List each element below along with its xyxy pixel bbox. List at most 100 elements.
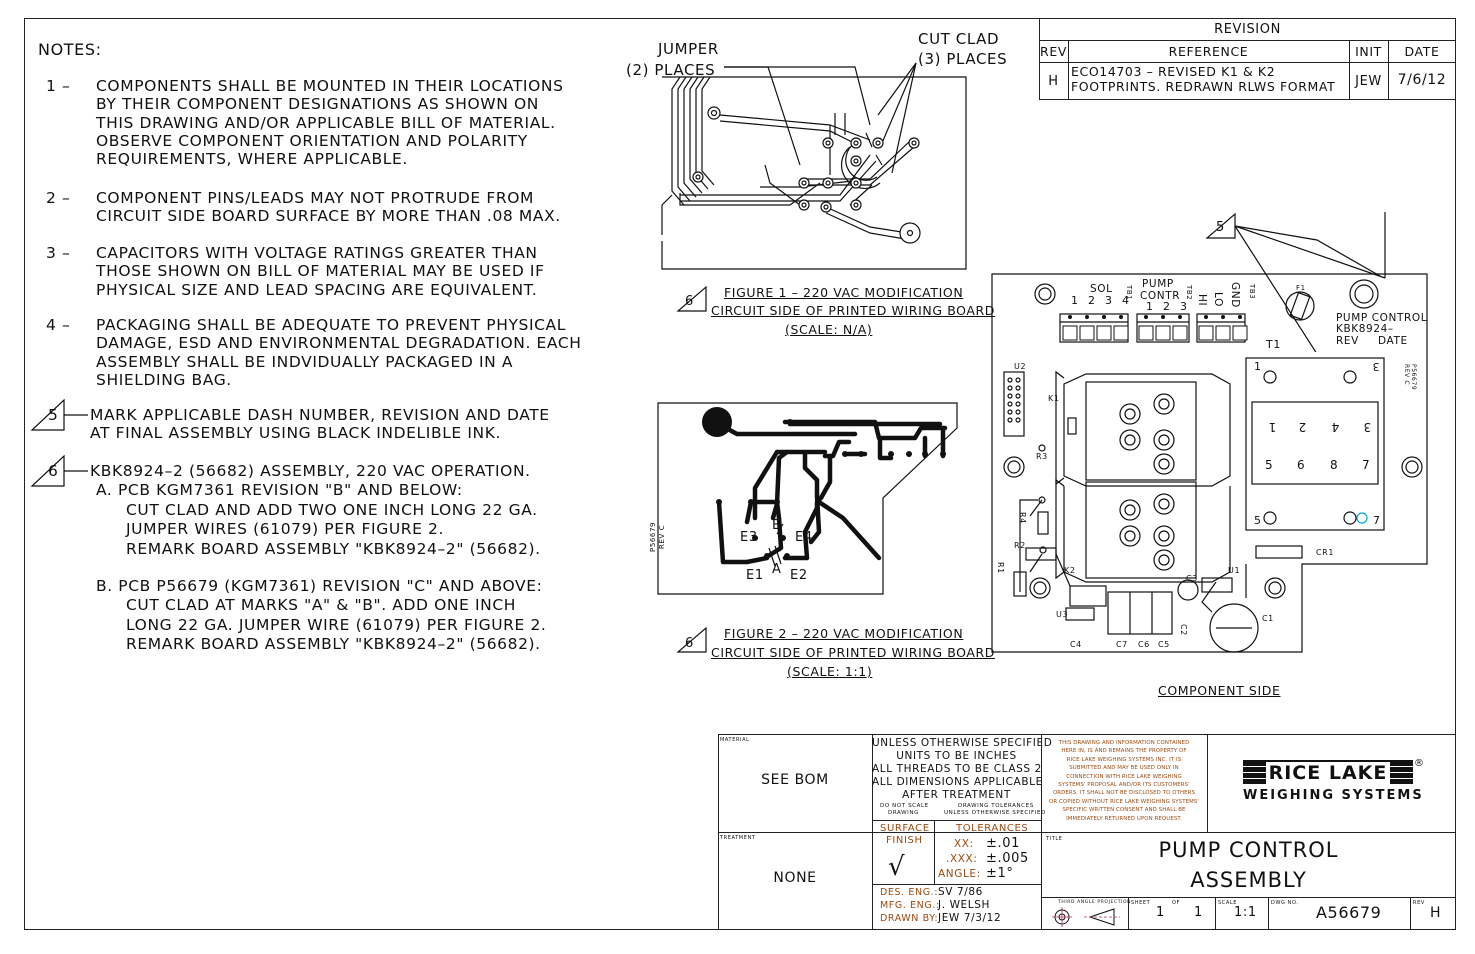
figure-2-flag-icon — [676, 626, 707, 653]
sol-pin-3: 3 — [1105, 294, 1113, 307]
do-not-scale-2: DRAWING — [888, 810, 919, 816]
label-c7: C7 — [1116, 640, 1128, 649]
tol-xxx-label: .XXX: — [946, 853, 978, 865]
note-6-line-8: LONG 22 GA. JUMPER WIRE (61079) PER FIGU… — [126, 615, 547, 634]
contr-pin-3: 3 — [1180, 300, 1188, 313]
drawn-by-label: DRAWN BY: — [880, 913, 939, 924]
unless-line-5: AFTER TREATMENT — [902, 789, 1011, 801]
label-board-rev: REV C — [1403, 364, 1410, 386]
revision-table — [1039, 18, 1456, 100]
note-4-line-2: DAMAGE, ESD AND ENVIRONMENTAL DEGRADATIO… — [96, 334, 582, 353]
note-5-flag-icon — [30, 398, 88, 431]
revision-row-rev: H — [1048, 74, 1059, 89]
scale-value: 1:1 — [1234, 905, 1257, 920]
label-c5: C5 — [1158, 640, 1170, 649]
tol-xx-label: XX: — [954, 838, 974, 850]
t1-corner-7: 7 — [1373, 514, 1381, 527]
note-5-line-2: AT FINAL ASSEMBLY USING BLACK INDELIBLE … — [90, 424, 502, 443]
unless-line-3: ALL THREADS TO BE CLASS 2 — [872, 763, 1042, 775]
rev-value: H — [1430, 905, 1442, 921]
note-3-line-2: THOSE SHOWN ON BILL OF MATERIAL MAY BE U… — [96, 262, 545, 281]
t1-pin-1: 1 — [1268, 420, 1277, 434]
proprietary-line-9: SPECIFIC WRITTEN CONSENT AND SHALL BE — [1062, 807, 1186, 814]
note-1-line-2: BY THEIR COMPONENT DESIGNATIONS AS SHOWN… — [96, 95, 539, 114]
label-c4: C4 — [1070, 640, 1082, 649]
contr-pin-2: 2 — [1163, 300, 1171, 313]
label-r3: R3 — [1036, 452, 1048, 461]
flag-5-number: 5 — [1216, 220, 1225, 235]
label-rev: REV — [1336, 335, 1359, 347]
surface-label: SURFACE — [880, 823, 930, 834]
drawing-title-1: PUMP CONTROL — [1158, 838, 1339, 862]
t1-corner-1: 1 — [1254, 360, 1262, 373]
note-1-number: 1 – — [46, 77, 71, 95]
figure-1-flag-number: 6 — [685, 294, 694, 309]
figure-2-caption-1: FIGURE 2 – 220 VAC MODIFICATION — [724, 626, 964, 641]
note-1-line-4: OBSERVE COMPONENT ORIENTATION AND POLARI… — [96, 131, 528, 150]
component-side-caption: COMPONENT SIDE — [1158, 683, 1281, 698]
note-4-line-1: PACKAGING SHALL BE ADEQUATE TO PREVENT P… — [96, 316, 566, 334]
revision-row-init: JEW — [1355, 74, 1382, 89]
label-date: DATE — [1378, 335, 1408, 347]
figure-2-caption-2: CIRCUIT SIDE OF PRINTED WIRING BOARD — [711, 645, 996, 660]
of-value: 1 — [1194, 905, 1203, 920]
mfg-eng-value: J. WELSH — [938, 899, 990, 911]
note-6-line-4: JUMPER WIRES (61079) PER FIGURE 2. — [126, 520, 445, 539]
flag-5-leaders — [1205, 212, 1386, 352]
notes-title: NOTES: — [38, 40, 102, 59]
component-side-board — [991, 273, 1428, 653]
note-6-flag-icon — [30, 454, 88, 487]
proprietary-line-3: RICE LAKE WEIGHING SYSTEMS INC. IT IS — [1066, 756, 1182, 763]
logo-text-rice-lake: RICE LAKE — [1243, 762, 1413, 784]
label-t1: T1 — [1266, 338, 1281, 351]
dwg-no-value: A56679 — [1316, 903, 1382, 922]
label-r1: R1 — [996, 562, 1005, 574]
note-6-line-3: CUT CLAD AND ADD TWO ONE INCH LONG 22 GA… — [126, 500, 538, 519]
rev-label: REV — [1413, 900, 1425, 906]
note-2-line-2: CIRCUIT SIDE BOARD SURFACE BY MORE THAN … — [96, 207, 561, 226]
title-label: TITLE — [1046, 836, 1063, 842]
fig2-label-e4: E4 — [795, 530, 813, 545]
label-u3: U3 — [1056, 610, 1069, 619]
sheet-label: SHEET — [1131, 900, 1151, 906]
figure-1-caption-2: CIRCUIT SIDE OF PRINTED WIRING BOARD — [711, 303, 996, 318]
proprietary-line-7: ORDERS. IT SHALL NOT BE DISCLOSED TO OTH… — [1052, 790, 1196, 797]
drawing-tol-2: UNLESS OTHERWISE SPECIFIED — [944, 810, 1046, 816]
note-4-line-3: ASSEMBLY SHALL BE INDVIDUALLY PACKAGED I… — [96, 352, 514, 371]
label-r2: R2 — [1014, 541, 1026, 550]
label-kbk: KBK8924– — [1336, 323, 1394, 335]
revision-header-rev: REV — [1040, 44, 1067, 59]
fig2-board-rev: REV C — [658, 524, 666, 549]
of-label: OF — [1172, 900, 1181, 906]
label-tb3: TB3 — [1248, 284, 1256, 300]
sol-pin-2: 2 — [1088, 294, 1096, 307]
proprietary-line-8: OR COPIED WITHOUT RICE LAKE WEIGHING SYS… — [1049, 798, 1199, 805]
t1-pin-6: 6 — [1297, 458, 1306, 472]
label-board-id: P56679 — [1410, 364, 1417, 391]
tol-angle-label: ANGLE: — [938, 868, 981, 880]
tol-xxx-value: ±.005 — [986, 851, 1029, 866]
figure-1-caption-3: (SCALE: N/A) — [785, 322, 873, 337]
cut-clad-label-2: (3) PLACES — [918, 50, 1008, 68]
fig2-label-e2: E2 — [790, 568, 808, 583]
unless-line-1: UNLESS OTHERWISE SPECIFIED — [872, 737, 1053, 749]
drawing-title-2: ASSEMBLY — [1190, 868, 1307, 892]
revision-header-reference: REFERENCE — [1168, 44, 1249, 59]
proprietary-line-5: CONNECTION WITH RICE LAKE WEIGHING — [1066, 773, 1182, 780]
label-f1: F1 — [1296, 284, 1306, 292]
t1-corner-5: 5 — [1254, 514, 1262, 527]
revision-row-reference-1: ECO14703 – REVISED K1 & K2 — [1071, 64, 1276, 79]
revision-header-init: INIT — [1355, 44, 1382, 59]
sheet-value: 1 — [1156, 905, 1165, 920]
label-c6: C6 — [1138, 640, 1150, 649]
projection-label: THIRD ANGLE PROJECTION — [1058, 900, 1132, 905]
dwg-no-label: DWG NO. — [1271, 900, 1299, 906]
label-k1: K1 — [1048, 394, 1060, 403]
jumper-label-2: (2) PLACES — [626, 61, 716, 79]
label-hi: HI — [1196, 294, 1208, 307]
note-3-number: 3 – — [46, 244, 71, 262]
figure-1-caption-1: FIGURE 1 – 220 VAC MODIFICATION — [724, 285, 964, 300]
treatment-value: NONE — [773, 870, 817, 886]
label-contr: CONTR — [1140, 290, 1181, 302]
